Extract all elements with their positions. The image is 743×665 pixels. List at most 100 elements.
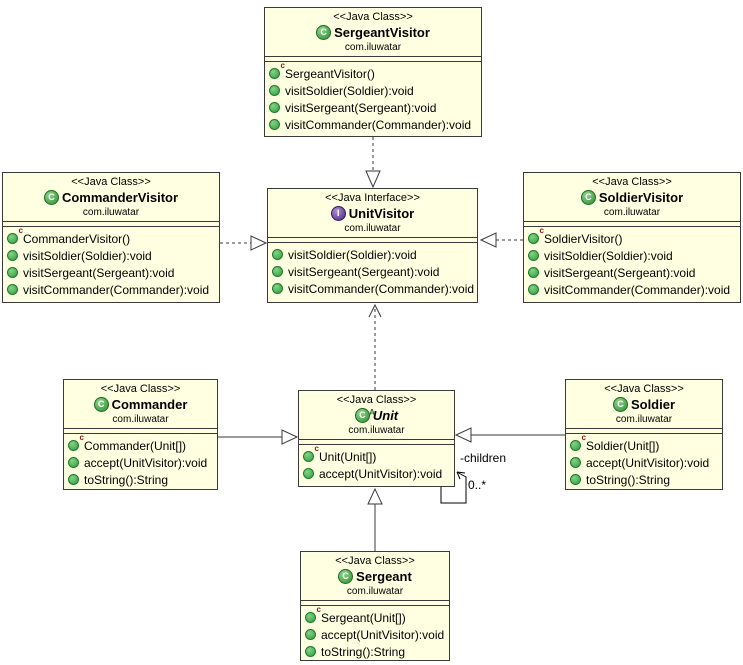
class-name: Commander bbox=[111, 397, 188, 412]
abstract-class-icon: C bbox=[354, 408, 370, 423]
package-name: com.iluwatar bbox=[344, 223, 401, 234]
abstract-marker: A bbox=[369, 408, 375, 417]
class-icon: C bbox=[316, 25, 332, 40]
generalization-arrow-commander-unit[interactable] bbox=[218, 429, 299, 445]
public-method-icon bbox=[528, 250, 539, 261]
class-box-commander-visitor[interactable]: <<Java Class>> C CommanderVisitor com.il… bbox=[2, 172, 220, 303]
method-row: visitSergeant(Sergeant):void bbox=[269, 99, 477, 116]
package-name: com.iluwatar bbox=[82, 207, 140, 218]
constructor-icon: c bbox=[305, 606, 321, 623]
method-label: visitSoldier(Soldier):void bbox=[285, 83, 414, 98]
realization-arrow-sergeantvisitor-unitvisitor[interactable] bbox=[365, 137, 381, 189]
class-header: <<Java Class>> C A Unit com.iluwatar bbox=[299, 391, 454, 438]
realization-arrow-soldiervisitor-unitvisitor[interactable] bbox=[479, 232, 523, 248]
dependency-arrow-unit-unitvisitor[interactable] bbox=[368, 303, 382, 390]
attributes-compartment bbox=[268, 237, 477, 243]
method-label: accept(UnitVisitor):void bbox=[586, 455, 710, 470]
method-label: accept(UnitVisitor):void bbox=[321, 627, 445, 642]
method-row: visitCommander(Commander):void bbox=[528, 281, 736, 298]
method-row: accept(UnitVisitor):void bbox=[68, 454, 213, 471]
method-label: visitCommander(Commander):void bbox=[23, 282, 210, 297]
public-method-icon bbox=[305, 646, 316, 657]
public-method-icon bbox=[305, 629, 316, 640]
class-box-commander[interactable]: <<Java Class>> C Commander com.iluwatar … bbox=[63, 379, 218, 490]
public-method-icon bbox=[7, 284, 18, 295]
attributes-compartment bbox=[299, 439, 454, 445]
class-header: <<Java Class>> C Soldier com.iluwatar bbox=[566, 380, 722, 427]
method-row: accept(UnitVisitor):void bbox=[570, 454, 718, 471]
class-box-sergeant[interactable]: <<Java Class>> C Sergeant com.iluwatar c… bbox=[300, 551, 450, 661]
class-header: <<Java Class>> C SoldierVisitor com.iluw… bbox=[524, 173, 740, 220]
class-name: CommanderVisitor bbox=[61, 190, 179, 205]
class-icon: C bbox=[580, 190, 596, 205]
method-row: visitSoldier(Soldier):void bbox=[272, 246, 473, 263]
attributes-compartment bbox=[64, 428, 217, 434]
class-icon: C bbox=[338, 569, 354, 584]
class-box-sergeant-visitor[interactable]: <<Java Class>> C SergeantVisitor com.ilu… bbox=[264, 7, 482, 137]
method-label: visitCommander(Commander):void bbox=[285, 117, 472, 132]
interface-name: UnitVisitor bbox=[348, 206, 415, 221]
method-label: visitSoldier(Soldier):void bbox=[288, 247, 417, 262]
method-label: Sergeant(Unit[]) bbox=[321, 610, 406, 625]
stereotype-label: <<Java Class>> bbox=[100, 383, 181, 395]
package-name: com.iluwatar bbox=[348, 425, 405, 436]
method-row: accept(UnitVisitor):void bbox=[303, 465, 450, 482]
method-label: visitSergeant(Sergeant):void bbox=[288, 264, 440, 279]
package-name: com.iluwatar bbox=[603, 207, 661, 218]
method-label: Soldier(Unit[]) bbox=[586, 438, 660, 453]
method-label: accept(UnitVisitor):void bbox=[84, 455, 208, 470]
constructor-icon: c bbox=[528, 227, 544, 244]
class-header: <<Java Class>> C SergeantVisitor com.ilu… bbox=[265, 8, 481, 55]
class-box-soldier-visitor[interactable]: <<Java Class>> C SoldierVisitor com.iluw… bbox=[523, 172, 741, 303]
public-method-icon bbox=[7, 250, 18, 261]
method-row: visitSergeant(Sergeant):void bbox=[272, 263, 473, 280]
generalization-arrow-soldier-unit[interactable] bbox=[454, 427, 565, 443]
interface-box-unit-visitor[interactable]: <<Java Interface>> I UnitVisitor com.ilu… bbox=[267, 188, 478, 303]
method-label: toString():String bbox=[84, 472, 169, 487]
class-icon: C bbox=[93, 397, 109, 412]
stereotype-label: <<Java Class>> bbox=[335, 555, 415, 567]
method-row: visitSergeant(Sergeant):void bbox=[7, 264, 215, 281]
method-row: visitSoldier(Soldier):void bbox=[7, 247, 215, 264]
stereotype-label: <<Java Class>> bbox=[604, 383, 684, 395]
generalization-arrow-sergeant-unit[interactable] bbox=[367, 487, 383, 551]
public-method-icon bbox=[528, 284, 539, 295]
method-label: toString():String bbox=[321, 644, 406, 659]
association-role-label-children: -children bbox=[460, 451, 507, 465]
method-label: visitCommander(Commander):void bbox=[288, 281, 475, 296]
method-label: visitCommander(Commander):void bbox=[544, 282, 731, 297]
class-name: Unit bbox=[372, 408, 399, 423]
class-header: <<Java Class>> C Sergeant com.iluwatar bbox=[301, 552, 449, 599]
constructor-icon: c bbox=[570, 434, 586, 451]
method-label: visitSoldier(Soldier):void bbox=[23, 248, 152, 263]
public-method-icon bbox=[68, 474, 79, 485]
attributes-compartment bbox=[566, 428, 722, 434]
interface-icon: I bbox=[330, 206, 346, 221]
public-method-icon bbox=[528, 267, 539, 278]
class-name: Sergeant bbox=[356, 569, 412, 584]
method-row: visitCommander(Commander):void bbox=[269, 116, 477, 133]
method-row: toString():String bbox=[305, 643, 445, 660]
class-icon: C bbox=[43, 190, 59, 205]
method-label: visitSoldier(Soldier):void bbox=[544, 248, 673, 263]
package-name: com.iluwatar bbox=[344, 42, 402, 53]
attributes-compartment bbox=[301, 600, 449, 606]
public-method-icon bbox=[7, 267, 18, 278]
public-method-icon bbox=[269, 119, 280, 130]
realization-arrow-commandervisitor-unitvisitor[interactable] bbox=[220, 235, 268, 251]
self-association-unit-children[interactable] bbox=[440, 471, 467, 504]
attributes-compartment bbox=[524, 221, 740, 227]
